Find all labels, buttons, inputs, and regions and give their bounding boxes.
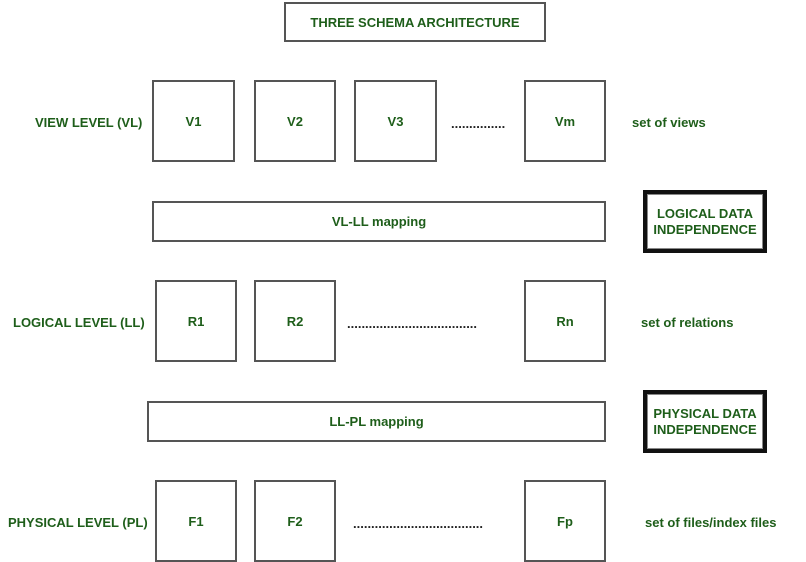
file-box-fp: Fp: [524, 480, 606, 562]
file-box-f2: F2: [254, 480, 336, 562]
independence-line-1: LOGICAL DATA: [656, 205, 754, 221]
view-box-label: Vm: [554, 113, 576, 129]
file-ellipsis: ....................................: [353, 517, 484, 530]
independence-line-1: PHYSICAL DATA: [653, 405, 757, 421]
physical-level-label: PHYSICAL LEVEL (PL): [8, 515, 148, 530]
ll-pl-mapping: LL-PL mapping: [147, 401, 606, 442]
independence-line-2: INDEPENDENCE: [653, 421, 757, 437]
file-box-f1: F1: [155, 480, 237, 562]
view-box-v1: V1: [152, 80, 235, 162]
file-box-label: F2: [287, 513, 303, 529]
file-box-label: Fp: [557, 513, 573, 529]
relation-box-label: R1: [187, 313, 205, 329]
vl-ll-mapping-label: VL-LL mapping: [331, 214, 427, 229]
view-box-label: V2: [287, 113, 303, 129]
relation-box-r1: R1: [155, 280, 237, 362]
vl-ll-mapping: VL-LL mapping: [152, 201, 606, 242]
diagram-title: THREE SCHEMA ARCHITECTURE: [284, 2, 546, 42]
relation-box-rn: Rn: [524, 280, 606, 362]
view-level-label: VIEW LEVEL (VL): [35, 115, 143, 130]
view-box-vm: Vm: [524, 80, 606, 162]
ll-pl-mapping-label: LL-PL mapping: [329, 414, 424, 429]
physical-data-independence: PHYSICAL DATA INDEPENDENCE: [643, 390, 767, 453]
physical-level-description: set of files/index files: [645, 515, 777, 530]
view-box-v2: V2: [254, 80, 336, 162]
independence-line-2: INDEPENDENCE: [653, 221, 757, 237]
view-box-label: V1: [185, 113, 202, 129]
view-level-description: set of views: [632, 115, 706, 130]
logical-level-description: set of relations: [641, 315, 734, 330]
relation-ellipsis: ....................................: [347, 317, 478, 330]
diagram-title-text: THREE SCHEMA ARCHITECTURE: [310, 14, 520, 30]
logical-level-label: LOGICAL LEVEL (LL): [13, 315, 145, 330]
relation-box-label: Rn: [556, 313, 574, 329]
view-box-v3: V3: [354, 80, 437, 162]
file-box-label: F1: [188, 513, 204, 529]
relation-box-r2: R2: [254, 280, 336, 362]
view-box-label: V3: [387, 113, 404, 129]
logical-data-independence: LOGICAL DATA INDEPENDENCE: [643, 190, 767, 253]
relation-box-label: R2: [286, 313, 304, 329]
view-ellipsis: ...............: [451, 117, 506, 130]
